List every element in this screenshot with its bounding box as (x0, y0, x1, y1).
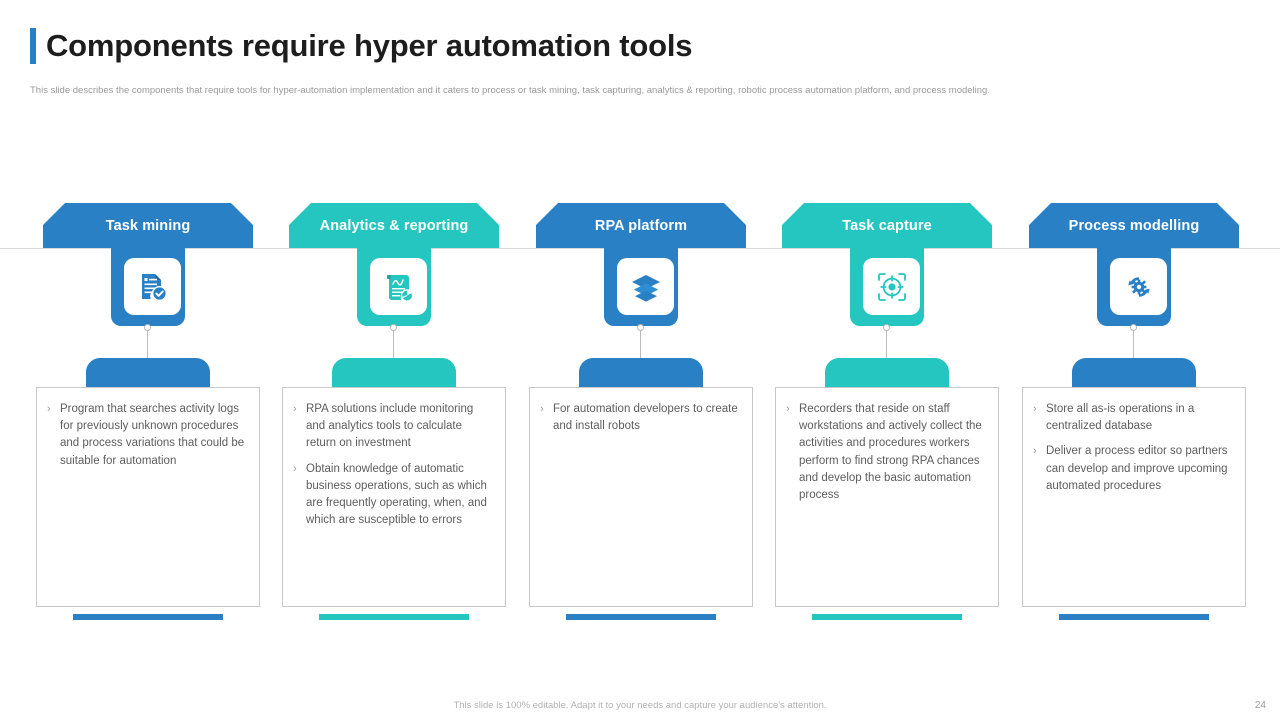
component-card: › For automation developers to create an… (529, 387, 753, 607)
component-column-task-mining: Task mining (25, 0, 271, 720)
connector-dot (144, 324, 151, 331)
card-tab (825, 358, 949, 392)
bullet-list: › For automation developers to create an… (540, 401, 740, 435)
card-accent-bar (812, 614, 962, 620)
bullet-list: › Recorders that reside on staff worksta… (786, 401, 986, 504)
component-column-analytics-reporting: Analytics & reporting (271, 0, 517, 720)
document-check-icon (124, 258, 181, 315)
chevron-right-icon: › (293, 403, 297, 415)
column-banner[interactable]: Process modelling (1029, 203, 1239, 248)
column-title: Process modelling (1068, 217, 1200, 234)
chevron-right-icon: › (540, 403, 544, 415)
list-item: › Store all as-is operations in a centra… (1033, 401, 1233, 435)
list-item: › For automation developers to create an… (540, 401, 740, 435)
layers-stack-icon (617, 258, 674, 315)
card-accent-bar (319, 614, 469, 620)
title-accent-bar (30, 28, 36, 64)
target-focus-icon (863, 258, 920, 315)
bullet-text: Program that searches activity logs for … (60, 403, 245, 467)
column-banner[interactable]: Analytics & reporting (289, 203, 499, 248)
card-tab (332, 358, 456, 392)
page-subtitle: This slide describes the components that… (30, 85, 990, 96)
card-accent-bar (73, 614, 223, 620)
report-chart-icon (370, 258, 427, 315)
bullet-list: › Store all as-is operations in a centra… (1033, 401, 1233, 495)
connector-dot (1130, 324, 1137, 331)
bullet-list: › RPA solutions include monitoring and a… (293, 401, 493, 529)
card-tab (579, 358, 703, 392)
icon-block (357, 248, 431, 326)
connector-line (147, 331, 148, 375)
bullet-text: Recorders that reside on staff workstati… (799, 403, 982, 502)
connector-line (640, 331, 641, 375)
column-banner[interactable]: RPA platform (536, 203, 746, 248)
chevron-right-icon: › (293, 462, 297, 475)
bullet-text: Store all as-is operations in a centrali… (1046, 403, 1195, 433)
component-card: › Recorders that reside on staff worksta… (775, 387, 999, 607)
icon-block (1097, 248, 1171, 326)
card-tab (86, 358, 210, 392)
list-item: › Obtain knowledge of automatic business… (293, 461, 493, 530)
component-column-rpa-platform: RPA platform › For automatio (518, 0, 764, 720)
column-title: Task capture (842, 217, 932, 234)
bullet-text: RPA solutions include monitoring and ana… (306, 403, 474, 450)
bullet-text: Obtain knowledge of automatic business o… (306, 462, 487, 527)
icon-block (604, 248, 678, 326)
footer-note: This slide is 100% editable. Adapt it to… (453, 700, 827, 711)
component-column-process-modelling: Process modelling (1011, 0, 1257, 720)
component-card: › Store all as-is operations in a centra… (1022, 387, 1246, 607)
connector-dot (390, 324, 397, 331)
connector-line (1133, 331, 1134, 375)
component-card: › Program that searches activity logs fo… (36, 387, 260, 607)
connector-line (393, 331, 394, 375)
list-item: › Deliver a process editor so partners c… (1033, 443, 1233, 495)
card-tab (1072, 358, 1196, 392)
card-accent-bar (566, 614, 716, 620)
list-item: › RPA solutions include monitoring and a… (293, 401, 493, 453)
chevron-right-icon: › (1033, 445, 1037, 458)
card-accent-bar (1059, 614, 1209, 620)
page-number: 24 (1254, 700, 1266, 711)
icon-block (850, 248, 924, 326)
column-banner[interactable]: Task capture (782, 203, 992, 248)
column-title: Analytics & reporting (319, 217, 469, 234)
gear-refresh-icon (1110, 258, 1167, 315)
page-title: Components require hyper automation tool… (30, 28, 692, 64)
column-title: RPA platform (594, 217, 688, 234)
connector-dot (637, 324, 644, 331)
chevron-right-icon: › (1033, 403, 1037, 415)
list-item: › Program that searches activity logs fo… (47, 401, 247, 470)
column-banner[interactable]: Task mining (43, 203, 253, 248)
bullet-list: › Program that searches activity logs fo… (47, 401, 247, 470)
page-title-text: Components require hyper automation tool… (46, 28, 693, 63)
column-title: Task mining (105, 217, 191, 234)
bullet-text: For automation developers to create and … (553, 403, 738, 433)
icon-block (111, 248, 185, 326)
connector-dot (883, 324, 890, 331)
bullet-text: Deliver a process editor so partners can… (1046, 445, 1228, 492)
component-card: › RPA solutions include monitoring and a… (282, 387, 506, 607)
connector-line (886, 331, 887, 375)
component-column-task-capture: Task capture (764, 0, 1010, 720)
chevron-right-icon: › (47, 403, 51, 415)
chevron-right-icon: › (786, 403, 790, 415)
list-item: › Recorders that reside on staff worksta… (786, 401, 986, 504)
